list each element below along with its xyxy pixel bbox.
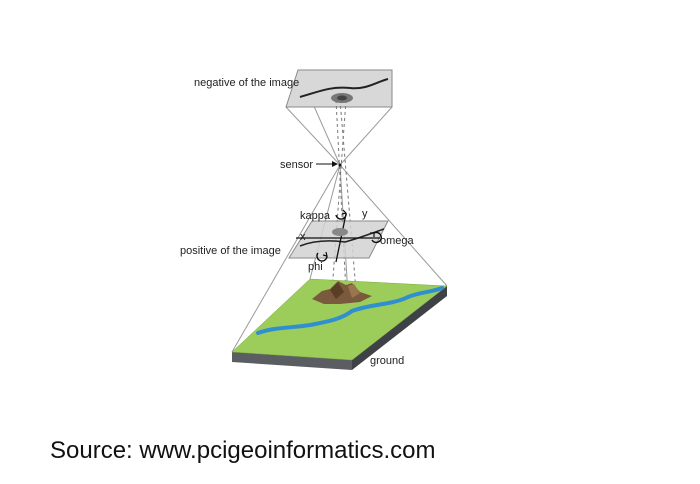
- river: [256, 286, 444, 335]
- kappa-label: kappa: [300, 210, 331, 222]
- positive-image-label: positive of the image: [180, 245, 281, 257]
- omega-rotation-icon: [371, 231, 382, 244]
- central-rays: [331, 99, 363, 363]
- positive-image-plane: [288, 209, 389, 263]
- negative-image-plane: [285, 69, 393, 108]
- omega-label: omega: [380, 235, 415, 247]
- ground-block: [231, 278, 448, 370]
- phi-rotation-icon: [316, 252, 328, 262]
- phi-label: phi: [308, 261, 323, 273]
- x-axis-label: x: [300, 231, 306, 243]
- negative-image-label: negative of the image: [194, 77, 299, 89]
- sensor-label: sensor: [280, 159, 313, 171]
- ground-label: ground: [370, 355, 404, 367]
- sensor-pointer: [316, 161, 342, 167]
- kappa-rotation-icon: [335, 212, 347, 220]
- y-axis-label: y: [362, 208, 368, 220]
- source-caption: Source: www.pcigeoinformatics.com: [50, 437, 436, 464]
- camera-geometry-diagram: negative of the image sensor kappa y x o…: [180, 69, 448, 370]
